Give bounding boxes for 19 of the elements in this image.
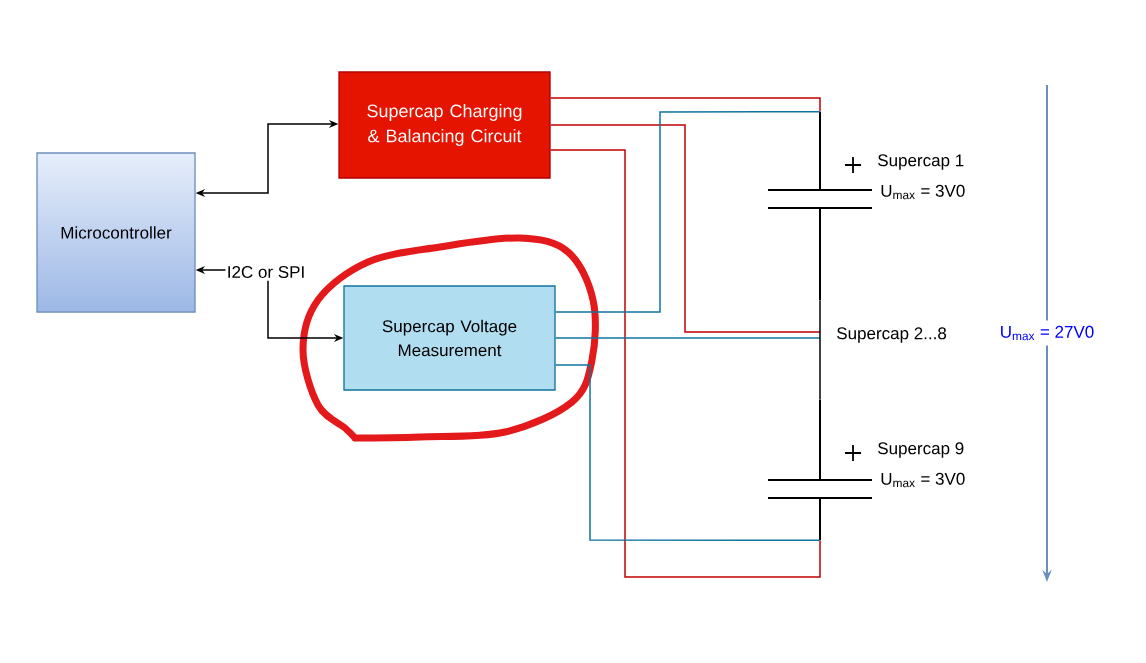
capacitor-label: Supercap 1: [878, 154, 964, 170]
voltage-label: U$_{max}$ = 27V0: [997, 320, 1097, 346]
wire: [819, 334, 821, 401]
capacitor-label: U$_{max}$ = 3V0: [881, 472, 965, 488]
capacitor-symbol: [767, 111, 873, 301]
wire: [819, 299, 821, 336]
controller-box: Microcontroller: [36, 152, 196, 313]
capacitor-label: Supercap 9: [878, 442, 964, 458]
wire: [554, 337, 821, 339]
circuit-box: Supercap Charging & Balancing Circuit: [338, 71, 551, 179]
wire: [549, 149, 821, 578]
tap-label: Supercap 2...8: [837, 327, 947, 343]
wire: [554, 111, 821, 313]
edge-label: I2C or SPI: [225, 263, 307, 281]
wire: [554, 364, 821, 541]
wire: [549, 97, 821, 113]
wire: [549, 124, 821, 333]
capacitor-symbol: [767, 399, 873, 541]
capacitor-label: U$_{max}$ = 3V0: [881, 184, 965, 200]
